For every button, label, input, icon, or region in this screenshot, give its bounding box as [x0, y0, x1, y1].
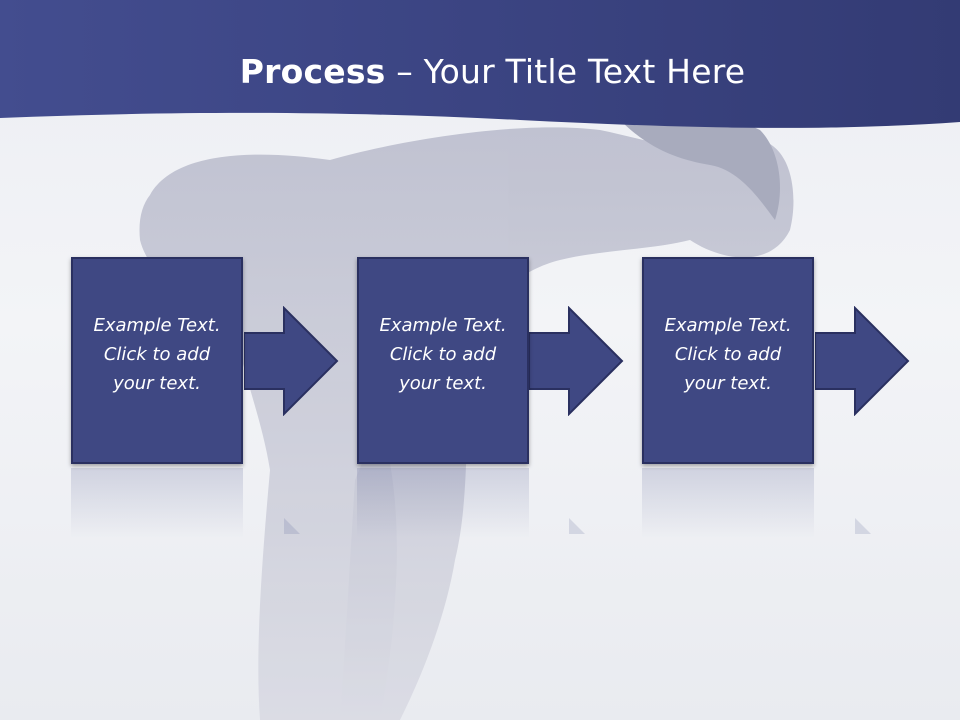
slide-title: Process – Your Title Text Here — [0, 52, 960, 91]
step-2-reflection — [357, 468, 529, 538]
step-1-line-2: Click to add — [103, 344, 211, 365]
step-3-text: Example Text. Click to add your text. — [644, 311, 812, 398]
header-band — [0, 0, 960, 128]
step-1-box[interactable]: Example Text. Click to add your text. — [71, 257, 243, 464]
step-1-arrow — [244, 306, 339, 416]
step-1-arrow-reflection — [284, 518, 300, 534]
step-1-text: Example Text. Click to add your text. — [73, 311, 241, 398]
title-bold: Process — [239, 52, 386, 91]
step-3-line-1: Example Text. — [664, 315, 792, 336]
step-1-reflection — [71, 468, 243, 538]
step-2-line-3: your text. — [399, 373, 487, 394]
step-3-arrow — [815, 306, 910, 416]
step-3-line-2: Click to add — [674, 344, 782, 365]
step-3-box[interactable]: Example Text. Click to add your text. — [642, 257, 814, 464]
step-3-reflection — [642, 468, 814, 538]
step-1-line-3: your text. — [113, 373, 201, 394]
step-1-line-1: Example Text. — [93, 315, 221, 336]
step-2-text: Example Text. Click to add your text. — [359, 311, 527, 398]
step-2-arrow-reflection — [569, 518, 585, 534]
step-2-line-1: Example Text. — [379, 315, 507, 336]
step-2-arrow — [529, 306, 624, 416]
step-2-line-2: Click to add — [389, 344, 497, 365]
step-3-line-3: your text. — [684, 373, 772, 394]
step-2-box[interactable]: Example Text. Click to add your text. — [357, 257, 529, 464]
step-3-arrow-reflection — [855, 518, 871, 534]
title-rest: – Your Title Text Here — [385, 52, 746, 91]
